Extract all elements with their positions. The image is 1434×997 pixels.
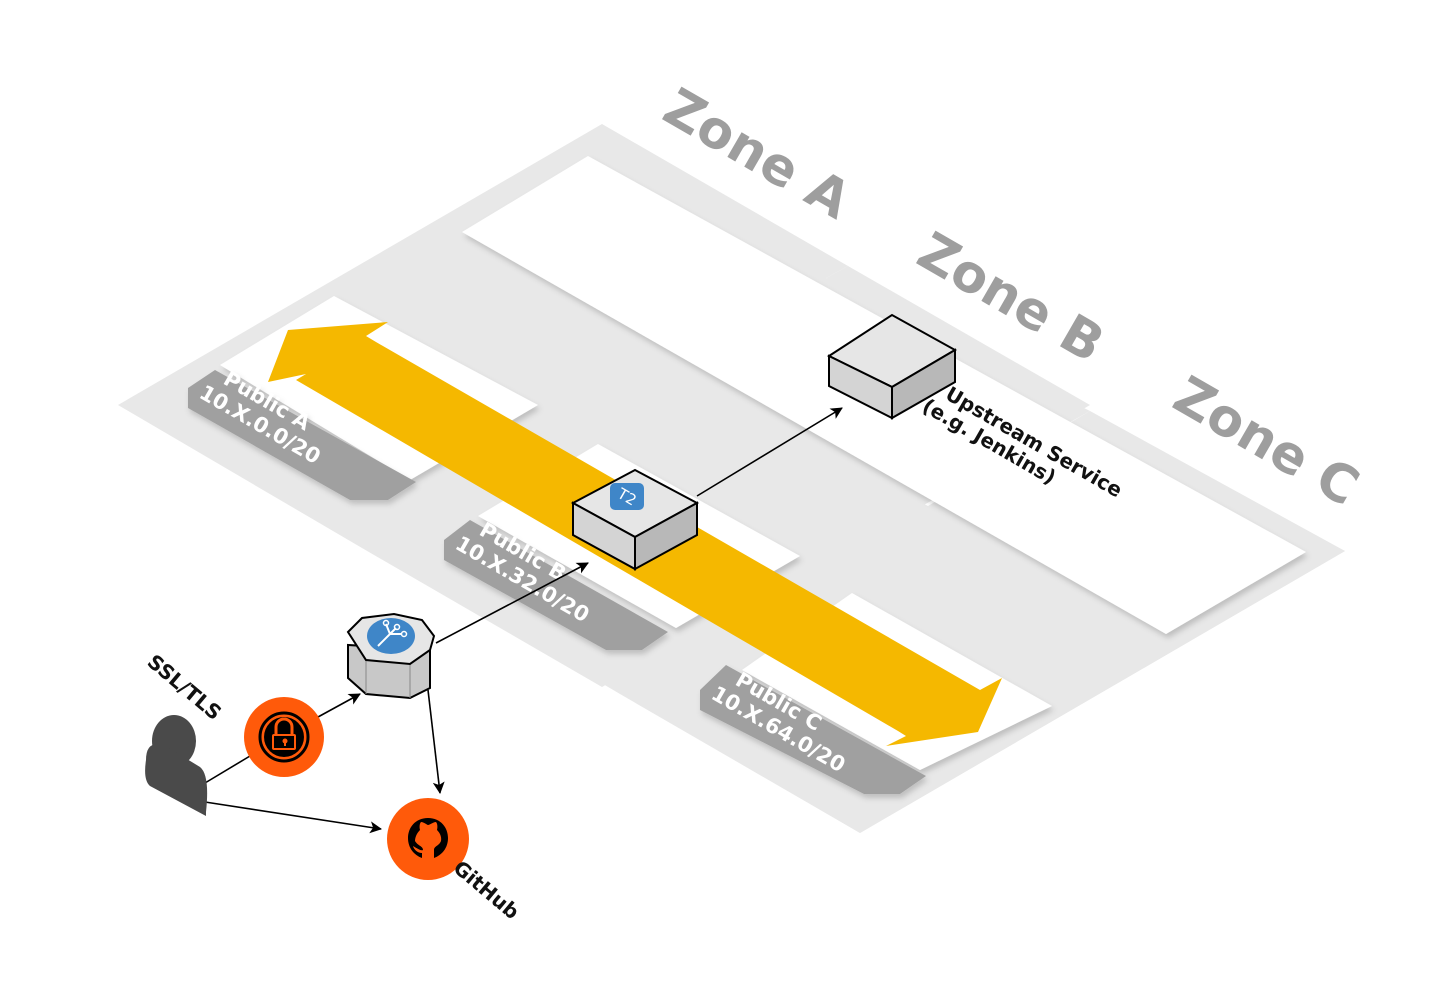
user-icon[interactable]: [145, 715, 208, 816]
github-label: GitHub: [449, 855, 524, 924]
upstream-service-node[interactable]: [826, 313, 958, 420]
zone-b-strip: [826, 266, 1090, 418]
t2-instance-node[interactable]: T2: [570, 468, 700, 571]
arrow-lb-to-instance: [435, 562, 589, 644]
arrow-user-to-ssl: [204, 755, 251, 784]
t2-badge: T2: [610, 483, 644, 510]
arrow-ssl-to-lb: [317, 693, 361, 718]
ssl-tls-label: SSL/TLS: [143, 649, 226, 724]
lock-icon: [258, 711, 310, 763]
github-icon: [408, 818, 448, 858]
arrow-instance-to-upstream: [696, 407, 843, 497]
arrow-lb-to-github: [427, 689, 445, 794]
github-node[interactable]: [387, 798, 469, 880]
ssl-tls-node[interactable]: [244, 697, 324, 777]
arrow-user-to-github: [204, 801, 382, 834]
load-balancer-node[interactable]: [346, 612, 436, 700]
load-balancer-icon: [367, 618, 415, 654]
